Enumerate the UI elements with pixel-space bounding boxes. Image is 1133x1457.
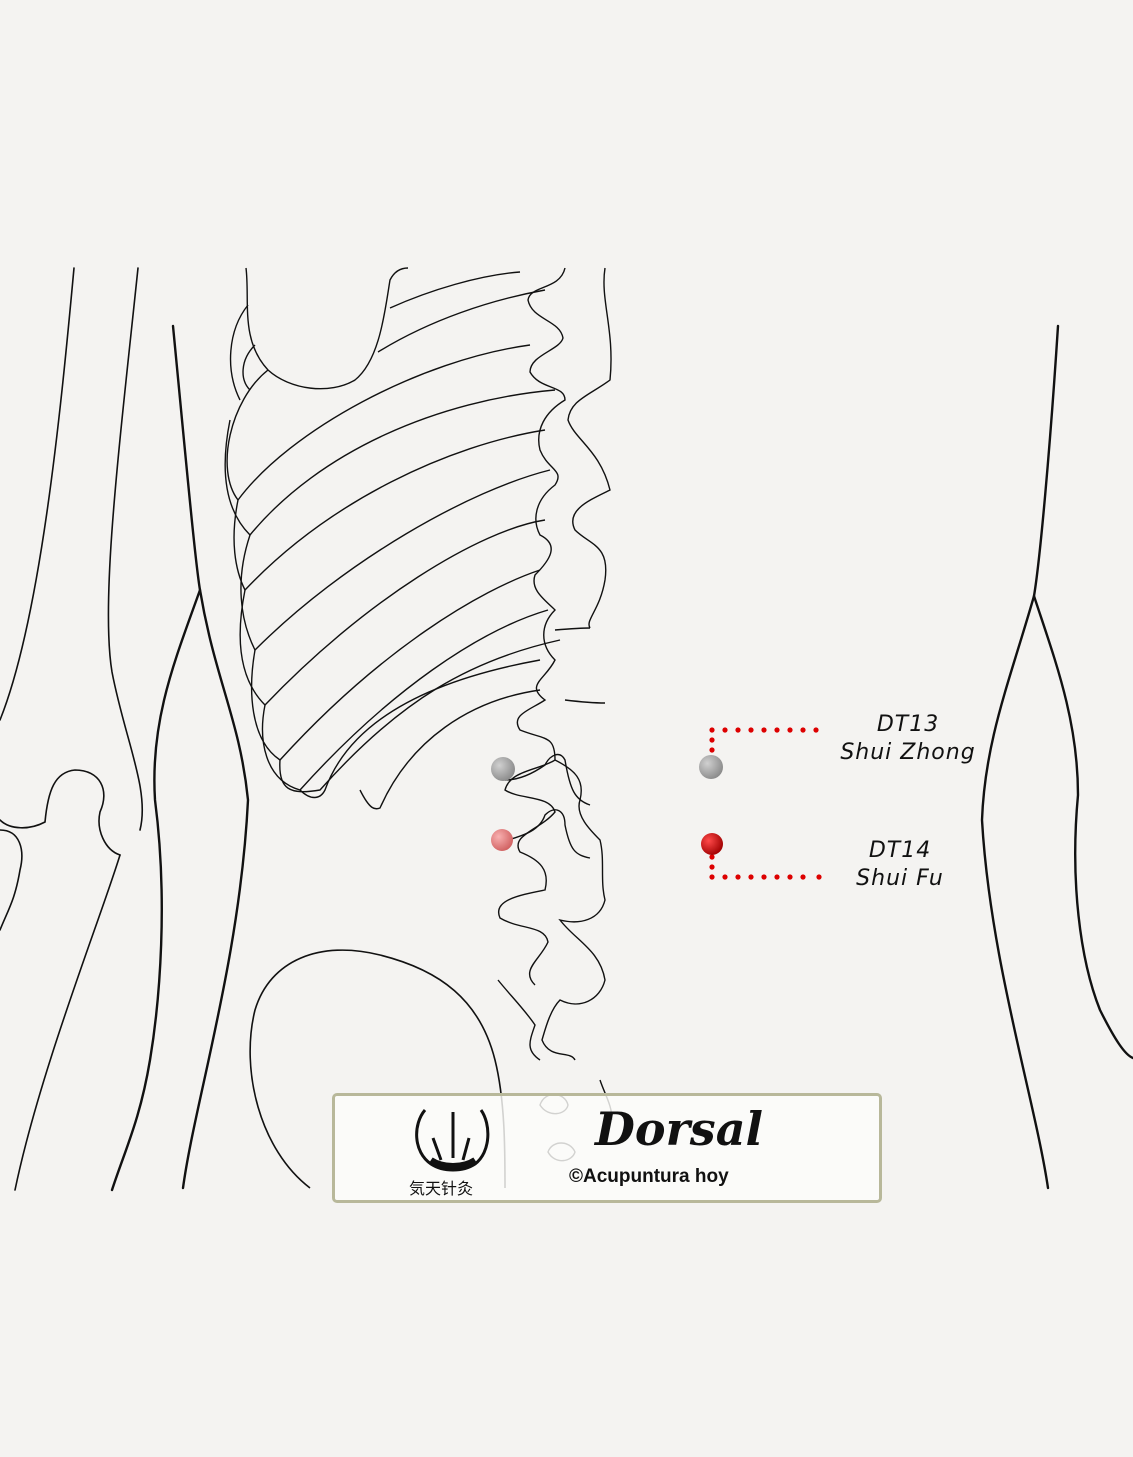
- dt13-point-right[interactable]: [699, 755, 723, 779]
- page-title: Dorsal: [595, 1102, 763, 1156]
- dt14-point-left[interactable]: [491, 829, 513, 851]
- dt13-name: Shui Zhong: [840, 740, 976, 765]
- dt14-code: DT14: [868, 838, 932, 863]
- svg-text:気天针灸: 気天针灸: [409, 1179, 473, 1198]
- skeleton: [224, 267, 613, 1189]
- dt14-name: Shui Fu: [856, 866, 944, 891]
- title-panel: 気天针灸 Dorsal ©Acupuntura hoy: [332, 1093, 882, 1203]
- dt14-point-right[interactable]: [701, 833, 723, 855]
- copyright-text: ©Acupuntura hoy: [569, 1166, 729, 1187]
- body-outline: [0, 267, 1133, 1192]
- acupuncture-logo-icon: 気天针灸: [409, 1109, 490, 1198]
- dt14-label: DT14 Shui Fu: [820, 837, 980, 893]
- leader-lines: [709, 727, 822, 880]
- dt13-code: DT13: [876, 712, 940, 737]
- dt13-point-left[interactable]: [491, 757, 515, 781]
- dt13-label: DT13 Shui Zhong: [828, 711, 988, 767]
